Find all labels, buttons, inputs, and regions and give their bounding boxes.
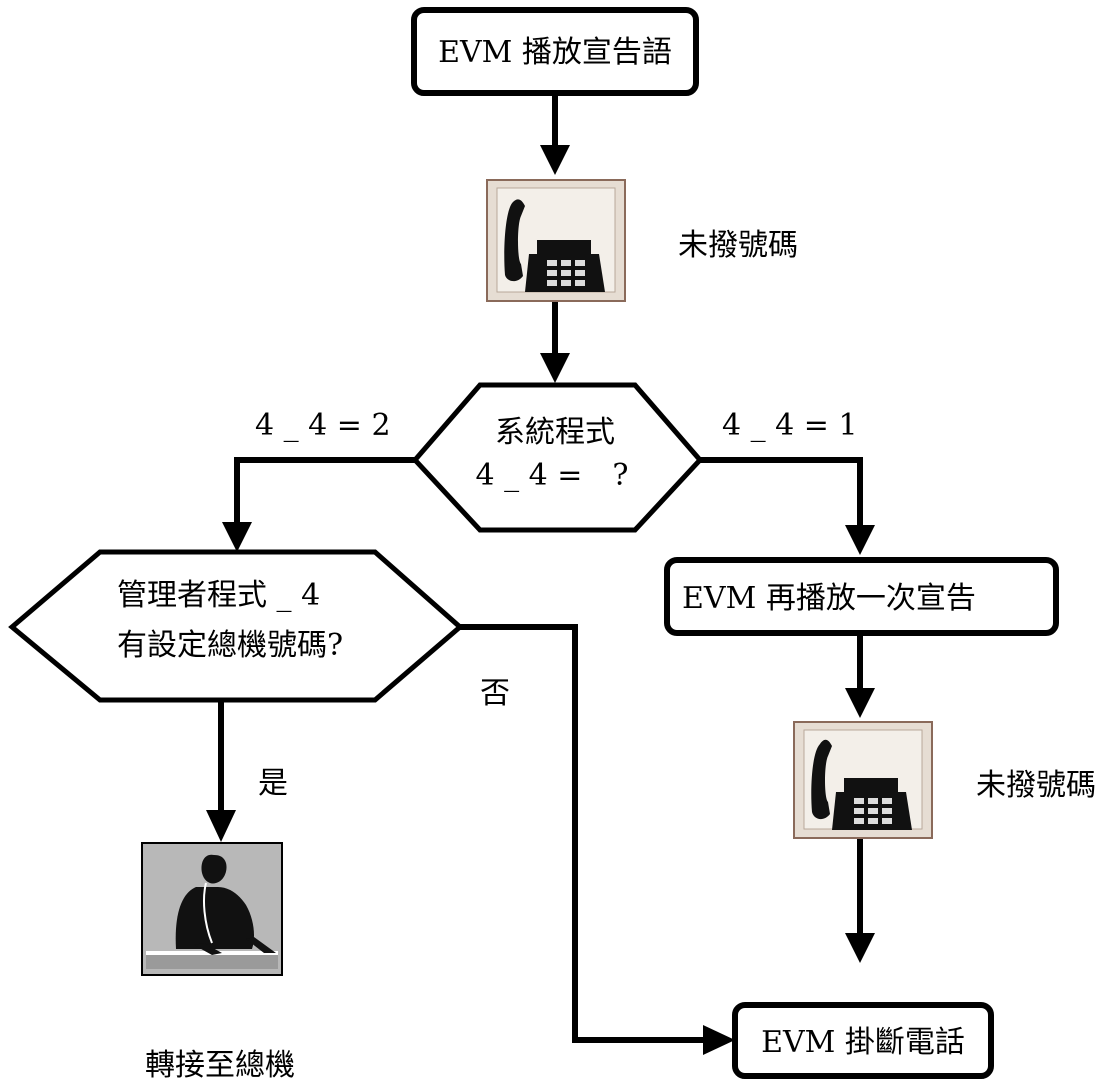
edge-label-no: 否 <box>480 676 510 711</box>
edge-admin-no <box>460 624 706 1043</box>
arrowhead <box>540 145 570 175</box>
caption-operator: 轉接至總機 <box>145 1048 295 1083</box>
edge-label-yes: 是 <box>258 766 288 801</box>
phone-icon-top <box>486 179 626 302</box>
edge-decision-left <box>234 457 415 525</box>
arrowhead <box>845 688 875 718</box>
edge-decision-right <box>700 457 863 528</box>
hangup-node: EVM 掛斷電話 <box>732 1002 994 1079</box>
arrowhead <box>845 933 875 963</box>
handset-icon <box>811 739 832 820</box>
decision-admin-line1: 管理者程式 _ 4 <box>117 578 320 613</box>
decision-admin: 管理者程式 _ 4 有設定總機號碼? <box>8 549 464 703</box>
start-label: EVM 播放宣告語 <box>438 35 672 70</box>
replay-node: EVM 再播放一次宣告 <box>664 557 1059 636</box>
arrowhead <box>703 1025 735 1055</box>
arrowhead <box>222 522 252 552</box>
edge-label-right: 4 _ 4 = 1 <box>722 408 858 443</box>
caption-no-dial-top: 未撥號碼 <box>678 228 798 263</box>
arrowhead <box>845 525 875 555</box>
hangup-label: EVM 掛斷電話 <box>761 1025 965 1060</box>
decision-system-line2: 4 _ 4 = ? <box>475 458 628 493</box>
handset-icon <box>504 199 525 282</box>
operator-icon <box>141 842 283 976</box>
edge-label-left: 4 _ 4 = 2 <box>255 408 391 443</box>
caption-no-dial-bottom: 未撥號碼 <box>976 768 1096 803</box>
start-node: EVM 播放宣告語 <box>411 7 699 96</box>
decision-admin-line2: 有設定總機號碼? <box>117 628 343 663</box>
decision-system: 系統程式 4 _ 4 = ? <box>411 382 704 533</box>
connectors <box>206 93 875 1055</box>
phone-icon-bottom <box>793 721 933 839</box>
decision-system-line1: 系統程式 <box>495 415 615 450</box>
arrowhead <box>206 810 236 842</box>
replay-label: EVM 再播放一次宣告 <box>682 581 976 616</box>
arrowhead <box>540 353 570 383</box>
